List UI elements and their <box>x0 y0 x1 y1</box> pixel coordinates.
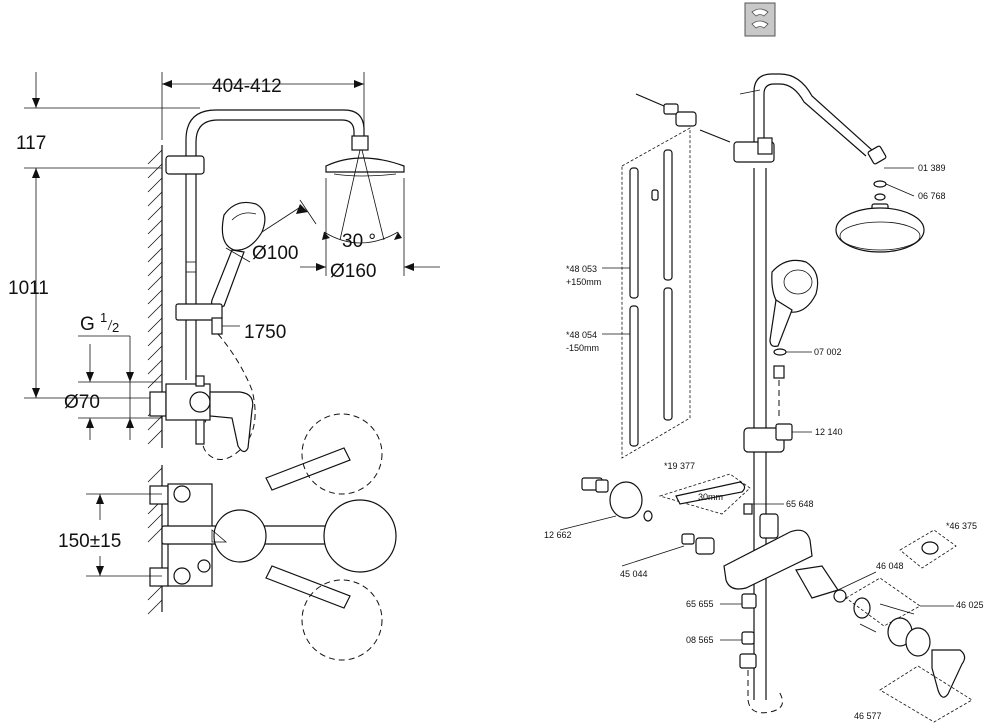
part-01389: 01 389 <box>918 163 946 173</box>
diameter-100-label: Ø100 <box>252 243 298 264</box>
rail-labels: *48 053 +150mm *48 054 -150mm <box>566 264 630 353</box>
spacing-label: 150±15 <box>58 531 121 552</box>
part-48054-note: -150mm <box>566 343 599 353</box>
mixer-upper-view <box>149 375 254 453</box>
part-65655: 65 655 <box>686 599 714 609</box>
angle-label: 30 ° <box>342 231 376 252</box>
width-range-label: 404-412 <box>212 76 282 97</box>
slider-and-hose: 1750 <box>175 303 286 460</box>
part-12662: 12 662 <box>544 530 572 540</box>
thread-g-label: G <box>80 314 95 335</box>
mixer-lower-view <box>149 483 397 587</box>
extension-rails <box>621 127 691 459</box>
part-19377-note: 30mm <box>698 492 723 502</box>
riser-and-arm <box>165 109 365 380</box>
exploded-hand-shower: 07 002 <box>769 259 842 420</box>
part-48053-note: +150mm <box>566 277 601 287</box>
top-screws <box>635 93 731 143</box>
part-06768: 06 768 <box>918 191 946 201</box>
exploded-mixer: 65 648 <box>723 499 915 633</box>
diameter-160-label: Ø160 <box>330 261 376 282</box>
connection-12662: 12 662 <box>544 477 653 540</box>
part-19377: *19 377 <box>664 461 695 471</box>
part-46577: 46 577 <box>854 711 882 721</box>
dimension-drawing: 404-412 117 1011 <box>8 72 440 661</box>
exploded-parts-drawing: 01 389 06 768 07 002 12 140 *48 053 +150… <box>544 2 984 723</box>
rotation-circles <box>265 413 383 661</box>
part-07002: 07 002 <box>814 347 842 357</box>
part-48054: *48 054 <box>566 330 597 340</box>
diameter-70-label: Ø70 <box>64 392 100 413</box>
part-46025: 46 025 <box>956 600 984 610</box>
part-12140: 12 140 <box>815 427 843 437</box>
part-48053: *48 053 <box>566 264 597 274</box>
part-46048: 46 048 <box>876 561 904 571</box>
part-65648: 65 648 <box>786 499 814 509</box>
part-45044: 45 044 <box>620 569 648 579</box>
tap-water-icon <box>744 2 776 37</box>
wrench-tool: *19 377 30mm <box>658 461 751 515</box>
height-label: 1011 <box>8 278 49 299</box>
hose-length-label: 1750 <box>244 322 286 343</box>
hand-shower: Ø100 <box>211 199 317 309</box>
height-dimensions: 117 1011 <box>8 72 200 399</box>
lower-fittings: 65 655 08 565 <box>686 593 783 714</box>
width-dimension: 404-412 <box>161 72 365 140</box>
connection-45044: 45 044 <box>620 533 715 579</box>
spacing-dimension: 150±15 <box>58 493 162 577</box>
mixer-labels: *46 375 46 048 46 025 46 577 <box>837 521 984 723</box>
part-08565: 08 565 <box>686 635 714 645</box>
part-46375: *46 375 <box>946 521 977 531</box>
top-offset-label: 117 <box>16 133 46 154</box>
head-shower: 30 ° Ø160 <box>300 135 440 282</box>
thread-frac-den: 2 <box>112 320 119 335</box>
exploded-head-shower: 01 389 06 768 <box>835 163 946 253</box>
connection-dimensions: G 1 2 Ø70 <box>64 310 162 440</box>
thread-frac-num: 1 <box>100 310 107 325</box>
exploded-slider: 12 140 <box>743 423 843 453</box>
